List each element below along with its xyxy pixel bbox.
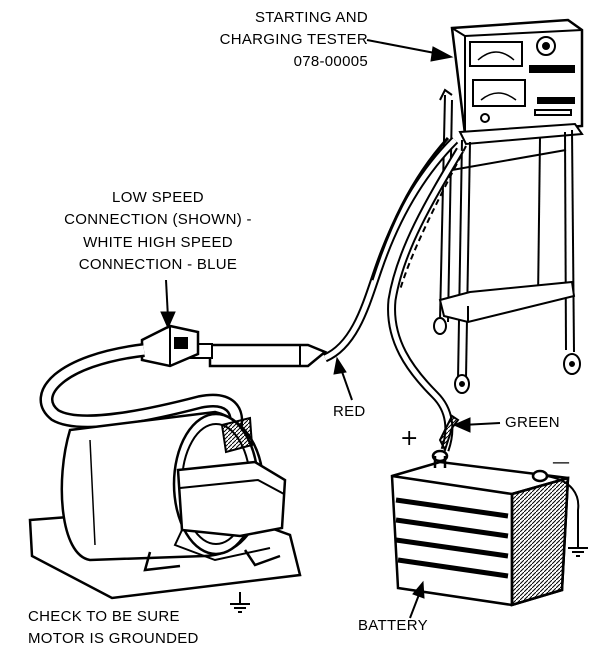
motor bbox=[28, 410, 302, 600]
connection-label-line1: LOW SPEED bbox=[112, 189, 204, 206]
ground-note-line2: MOTOR IS GROUNDED bbox=[28, 630, 199, 647]
battery-label: BATTERY bbox=[358, 617, 428, 634]
positive-symbol: + bbox=[400, 426, 419, 451]
connection-label-line2: CONNECTION (SHOWN) - bbox=[64, 211, 252, 228]
positive-clamp bbox=[438, 414, 460, 453]
red-lead-label: RED bbox=[333, 403, 366, 420]
current-probe bbox=[189, 343, 328, 368]
cable-bundle bbox=[322, 136, 467, 452]
motor-lead bbox=[39, 343, 244, 432]
ground-note-line1: CHECK TO BE SURE bbox=[28, 608, 180, 625]
green-arrow bbox=[452, 417, 501, 433]
tester-label-line2: CHARGING TESTER bbox=[219, 31, 368, 48]
motor-ground-symbol bbox=[230, 592, 250, 613]
speed-connector bbox=[140, 324, 200, 368]
tester-cart bbox=[433, 18, 584, 394]
tester-part-number: 078-00005 bbox=[293, 53, 368, 70]
tester-arrow bbox=[366, 39, 454, 62]
connector-arrow bbox=[160, 279, 176, 330]
negative-lead bbox=[545, 475, 588, 557]
tester-label-line1: STARTING AND bbox=[254, 9, 368, 26]
battery-arrow bbox=[409, 580, 425, 619]
green-lead-label: GREEN bbox=[505, 414, 560, 431]
battery bbox=[390, 449, 570, 607]
connection-label-line3: WHITE HIGH SPEED bbox=[83, 234, 233, 251]
negative-symbol: — bbox=[552, 452, 570, 473]
red-arrow bbox=[333, 356, 353, 401]
connection-label-line4: CONNECTION - BLUE bbox=[78, 256, 238, 273]
